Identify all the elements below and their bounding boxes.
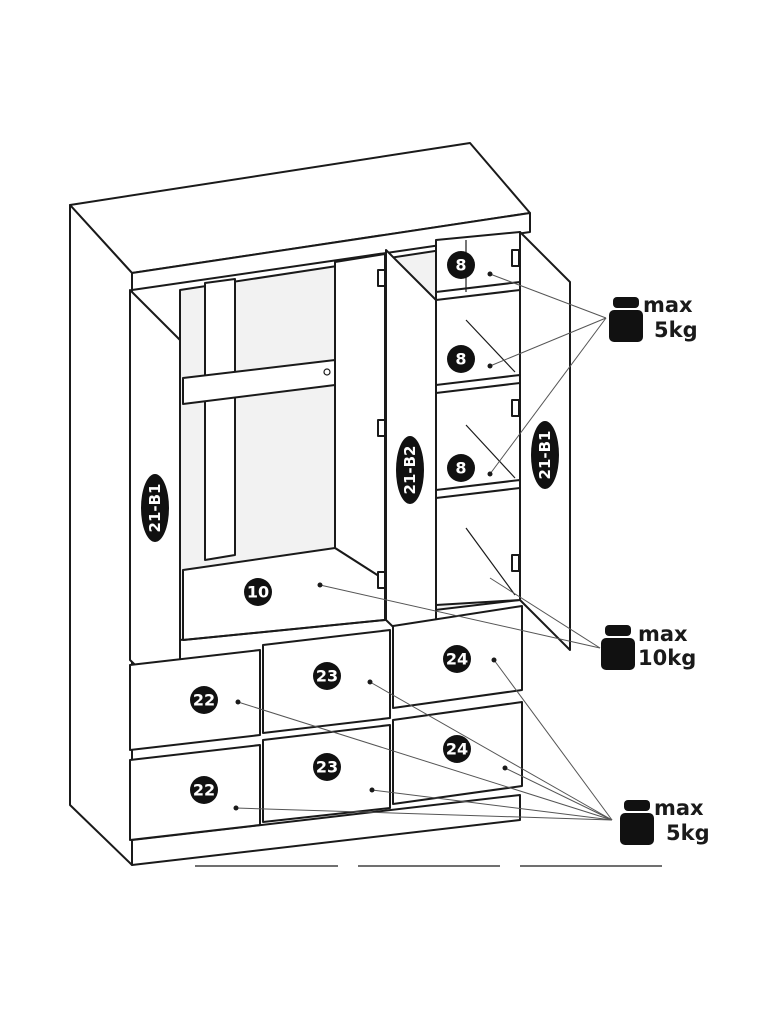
left-inner-wall: [204, 278, 236, 561]
weight-icon: [620, 800, 654, 845]
svg-text:10: 10: [247, 583, 269, 602]
middle-divider: [334, 253, 386, 581]
svg-text:max: max: [638, 622, 688, 646]
svg-text:23: 23: [316, 667, 338, 686]
hanging-rail: [182, 359, 336, 405]
wardrobe-carcass: [69, 142, 662, 867]
svg-text:max: max: [643, 293, 693, 317]
svg-text:21-B1: 21-B1: [536, 431, 554, 480]
part-badge-shelf-top: 8: [447, 251, 475, 279]
part-badge-shelf-low: 8: [447, 454, 475, 482]
shelf-compartment: [435, 231, 521, 606]
panel-label-left-door: 21-B1: [141, 474, 169, 542]
panel-label-right-door: 21-B1: [531, 421, 559, 489]
svg-text:22: 22: [193, 781, 215, 800]
svg-text:21-B1: 21-B1: [146, 484, 164, 533]
weight-callout-shelves: max 5kg: [609, 293, 698, 342]
leader-lines: [235, 273, 613, 821]
weight-icon: [601, 625, 635, 670]
hinge-icon: [511, 249, 520, 267]
svg-text:5kg: 5kg: [666, 821, 710, 845]
hinge-icon: [511, 399, 520, 417]
weight-callout-drawers: max 5kg: [620, 796, 710, 845]
svg-text:24: 24: [446, 650, 468, 669]
part-badge-drawer-bot-right: 24: [443, 735, 471, 763]
part-badge-bottom-shelf: 10: [244, 578, 272, 606]
part-badge-drawer-bot-left: 22: [190, 776, 218, 804]
left-side-panel: [69, 204, 133, 866]
weight-icon: [609, 297, 643, 342]
part-badge-drawer-top-right: 24: [443, 645, 471, 673]
svg-text:21-B2: 21-B2: [401, 446, 419, 495]
plinth: [131, 794, 521, 866]
hinge-icon: [377, 571, 386, 589]
part-badges: 8 8 8 10 22 23 24 22: [190, 251, 475, 804]
svg-text:23: 23: [316, 758, 338, 777]
weight-callout-bottom: max 10kg: [601, 622, 696, 670]
part-badge-drawer-top-left: 22: [190, 686, 218, 714]
svg-text:24: 24: [446, 740, 468, 759]
svg-text:5kg: 5kg: [654, 318, 698, 342]
rail-screw: [323, 368, 331, 376]
hinge-icon: [511, 554, 520, 572]
hinge-icon: [377, 269, 386, 287]
svg-text:8: 8: [455, 350, 466, 369]
part-badge-drawer-bot-mid: 23: [313, 753, 341, 781]
part-badge-shelf-mid: 8: [447, 345, 475, 373]
svg-text:max: max: [654, 796, 704, 820]
part-badge-drawer-top-mid: 23: [313, 662, 341, 690]
svg-text:10kg: 10kg: [638, 646, 696, 670]
svg-text:22: 22: [193, 691, 215, 710]
svg-text:8: 8: [455, 256, 466, 275]
panel-label-middle-door: 21-B2: [396, 436, 424, 504]
svg-text:8: 8: [455, 459, 466, 478]
hinge-icon: [377, 419, 386, 437]
leader-dots: [233, 271, 508, 811]
